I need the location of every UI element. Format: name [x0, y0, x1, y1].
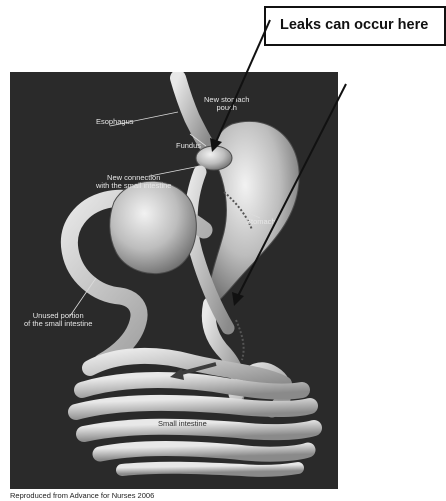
callout-arrow-upper — [216, 20, 270, 142]
image-credit: Reproduced from Advance for Nurses 2006 — [10, 491, 154, 500]
callout-arrow-upper-head — [210, 138, 222, 152]
callout-arrow-lower-head — [232, 292, 244, 306]
callout-arrow-lower — [238, 84, 346, 296]
